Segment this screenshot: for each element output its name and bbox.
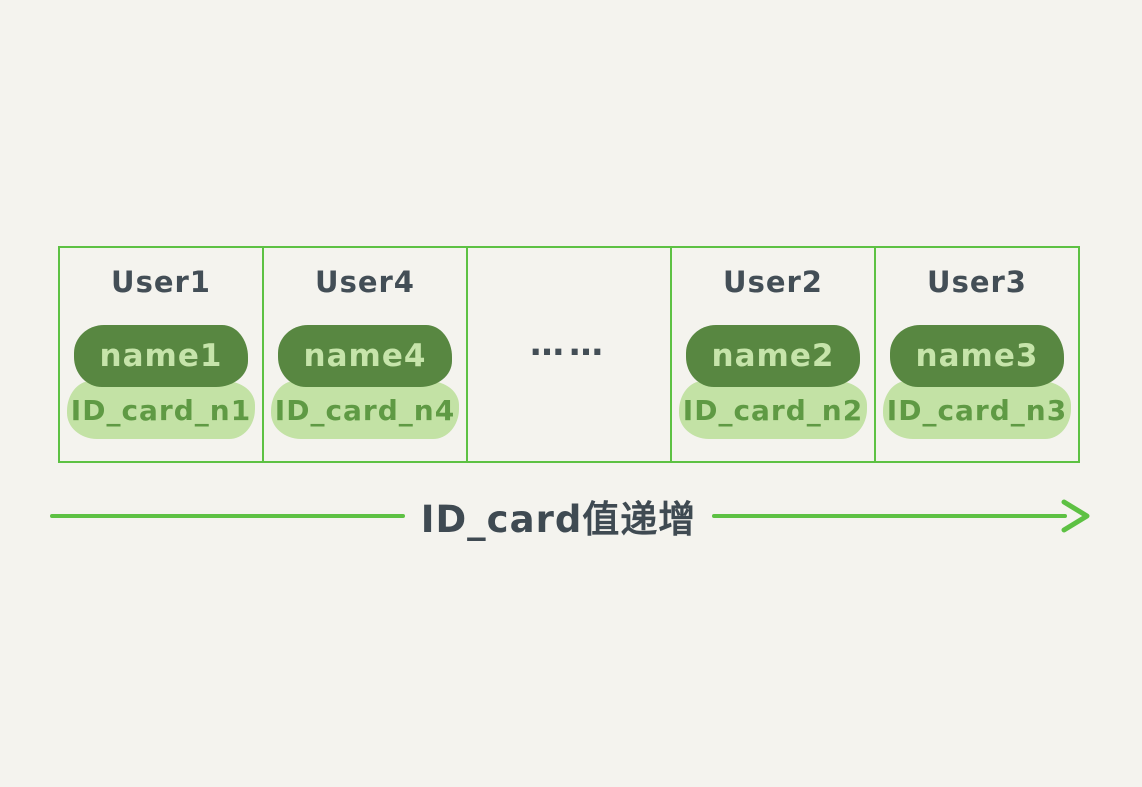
user-cells-row: User1 name1 ID_card_n1 User4 name4 ID_ca… (58, 246, 1080, 463)
user-cell-4: User4 name4 ID_card_n4 (264, 248, 468, 461)
id-card-pill: ID_card_n3 (883, 381, 1071, 439)
pill-stack: name3 ID_card_n3 (876, 325, 1078, 439)
arrow-line-right (712, 514, 1067, 518)
name-pill: name4 (278, 325, 452, 387)
pill-stack: name1 ID_card_n1 (60, 325, 262, 439)
user-label: User4 (315, 265, 415, 299)
user-label: User2 (723, 265, 823, 299)
arrow-label: ID_card值递增 (420, 498, 697, 541)
user-cell-2: User2 name2 ID_card_n2 (672, 248, 876, 461)
user-cell-1: User1 name1 ID_card_n1 (60, 248, 264, 461)
arrow-head-icon (1061, 499, 1090, 533)
arrow-line-left (50, 514, 405, 518)
id-card-pill: ID_card_n2 (679, 381, 867, 439)
pill-stack: name4 ID_card_n4 (264, 325, 466, 439)
name-pill: name2 (686, 325, 860, 387)
id-card-pill: ID_card_n4 (271, 381, 459, 439)
pill-stack: name2 ID_card_n2 (672, 325, 874, 439)
ellipsis-cell: …… (468, 248, 672, 461)
user-cell-3: User3 name3 ID_card_n3 (876, 248, 1078, 461)
id-card-pill: ID_card_n1 (67, 381, 255, 439)
name-pill: name3 (890, 325, 1064, 387)
user-label: User3 (927, 265, 1027, 299)
name-pill: name1 (74, 325, 248, 387)
id-card-increase-arrow: ID_card值递增 (50, 478, 1092, 554)
user-label: User1 (111, 265, 211, 299)
